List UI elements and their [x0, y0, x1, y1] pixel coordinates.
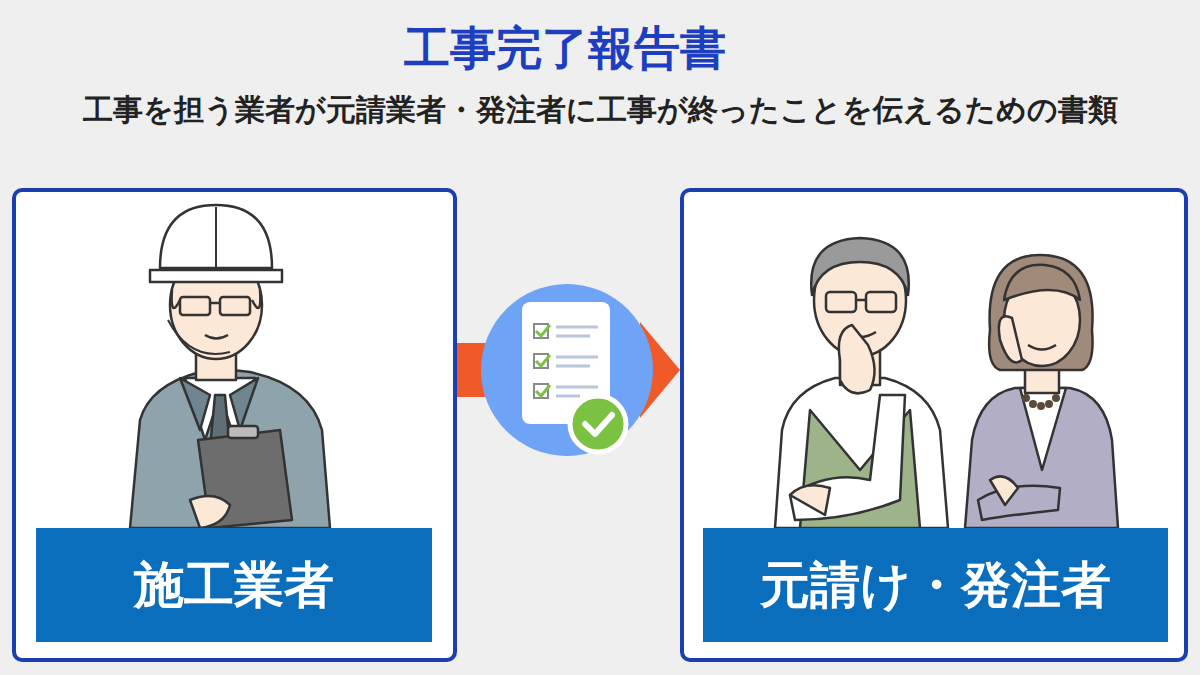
label-band: 施工業者 [36, 528, 432, 642]
woman-figure [965, 255, 1118, 528]
party-panel: 施工業者 [12, 188, 457, 662]
label-band: 元請け・発注者 [703, 528, 1168, 642]
panel-ground [12, 188, 457, 662]
party-name: 施工業者 [134, 558, 334, 613]
title: 工事完了報告書 [404, 18, 726, 80]
pearl-necklace [1022, 394, 1060, 410]
report-icon [481, 284, 653, 456]
man-figure [775, 238, 948, 528]
party-panel: 元請け・発注者 [680, 188, 1188, 662]
subtitle: 工事を担う業者が元請業者・発注者に工事が終ったことを伝えるための書類 [83, 90, 1118, 131]
panel-ground [680, 188, 1188, 662]
party-name: 元請け・発注者 [760, 558, 1111, 613]
worker-figure [130, 205, 330, 528]
